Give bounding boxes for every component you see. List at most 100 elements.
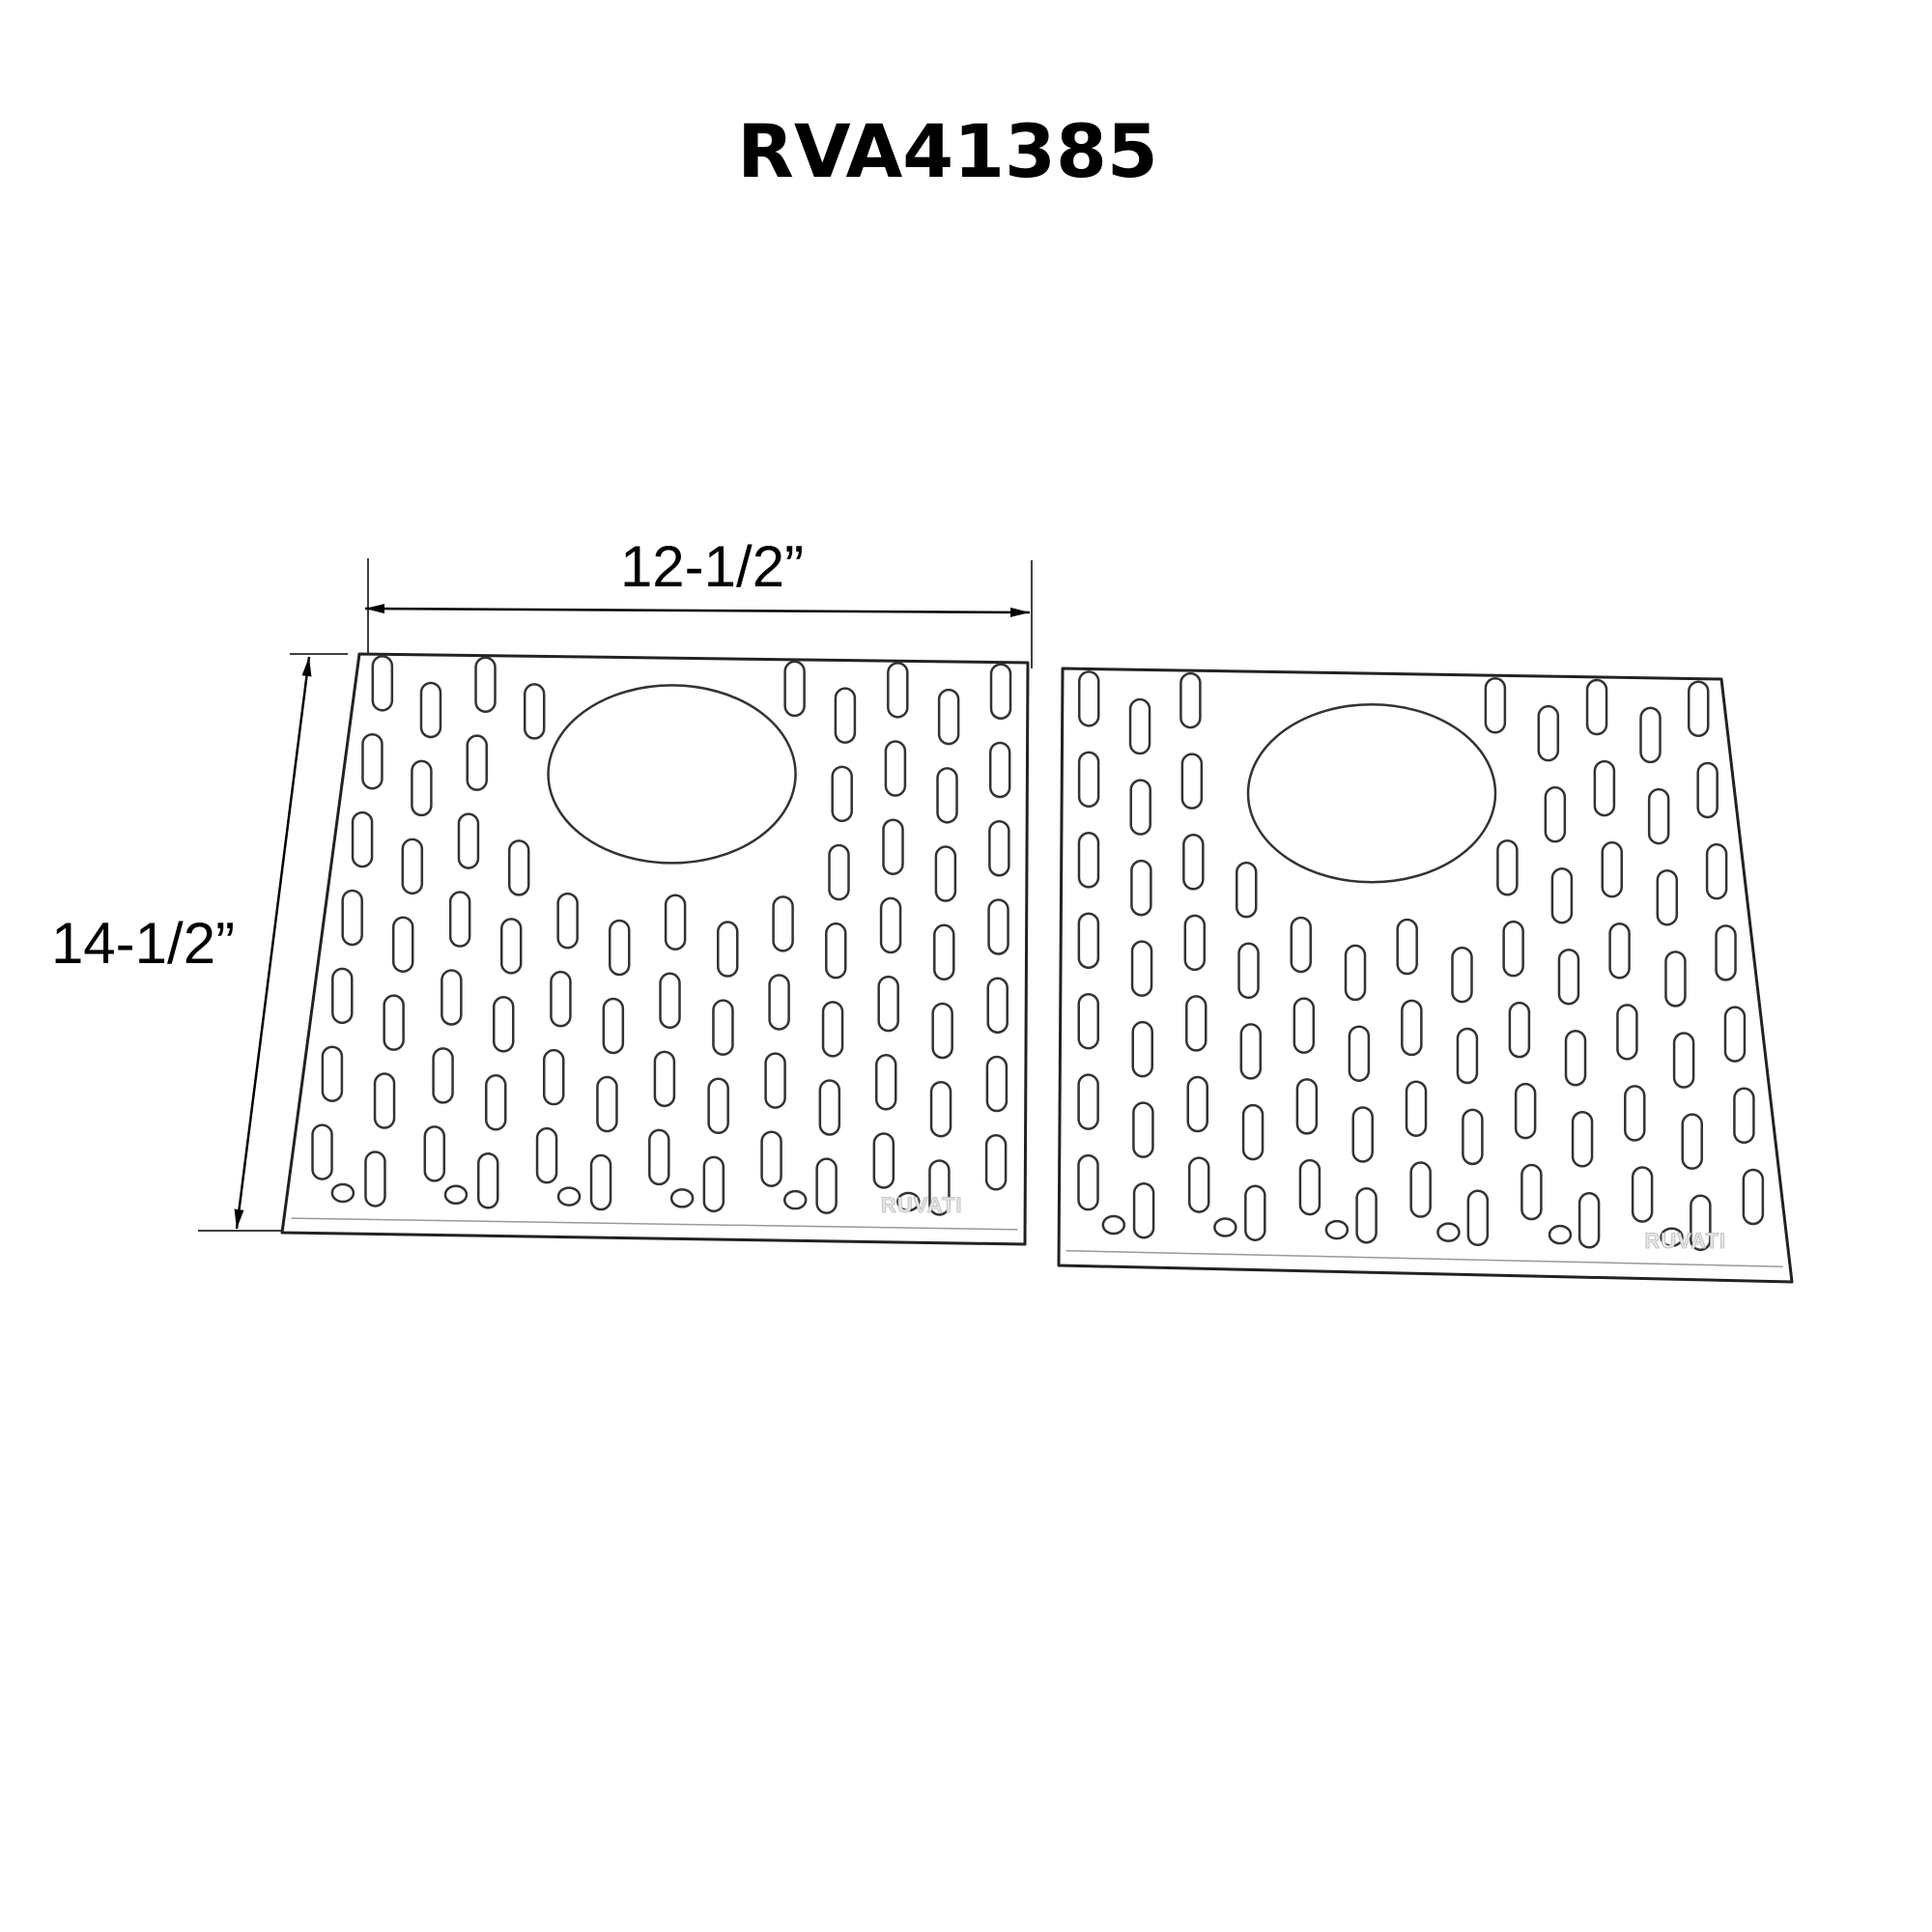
drain-slot	[1293, 997, 1316, 1054]
drain-dot	[1324, 1219, 1350, 1240]
drain-slot	[1564, 1029, 1587, 1087]
drain-slot	[1608, 923, 1631, 980]
right-sink-grid: RUVATI	[1057, 667, 1794, 1284]
drain-dot	[1213, 1217, 1237, 1237]
drain-slot	[608, 919, 631, 977]
drain-slot	[432, 1047, 454, 1104]
drain-slot	[1733, 1087, 1755, 1145]
drain-slot	[1077, 670, 1100, 727]
drain-slot	[542, 1048, 565, 1106]
width-dimension: 12-1/2”	[364, 534, 1033, 668]
drain-dot	[1660, 1227, 1684, 1247]
drain-dot	[556, 1186, 582, 1207]
drain-slot	[523, 683, 546, 740]
height-dimension: 14-1/2”	[51, 653, 348, 1232]
drain-slot	[448, 891, 471, 948]
height-arrow	[234, 656, 312, 1230]
mat-outline	[1057, 667, 1794, 1284]
drain-slot	[882, 818, 904, 875]
drain-slot	[887, 662, 909, 719]
drain-slot	[1077, 751, 1100, 809]
drain-slot	[1128, 697, 1151, 755]
model-title: RVA41385	[737, 108, 1157, 194]
drain-slot	[457, 812, 480, 869]
drain-slot	[1405, 1080, 1428, 1137]
drain-slot	[985, 1055, 1009, 1113]
drain-slot	[492, 996, 515, 1053]
drain-slot	[831, 765, 853, 823]
drain-slot	[1077, 1073, 1099, 1130]
drain-slot	[1186, 1075, 1208, 1133]
drain-slot	[383, 994, 405, 1051]
drain-slot	[1639, 706, 1662, 764]
drain-slot	[648, 1128, 670, 1186]
drain-slot	[507, 839, 530, 896]
drain-slot	[929, 1080, 952, 1138]
drain-slot	[717, 921, 739, 978]
drain-slot	[1290, 916, 1313, 974]
drain-slot	[815, 1157, 838, 1214]
mat-edge	[291, 1217, 1018, 1231]
drain-dot	[782, 1189, 808, 1210]
drain-slot	[440, 969, 463, 1026]
drain-slot	[1182, 834, 1205, 891]
drain-slot	[1616, 1004, 1638, 1061]
drain-slot	[931, 1002, 953, 1060]
drain-slot	[928, 1159, 951, 1216]
drain-slot	[1484, 677, 1507, 734]
brand-logo: RUVATI	[881, 1193, 963, 1217]
drain-dot	[1548, 1224, 1573, 1245]
drain-slot	[321, 1045, 344, 1102]
drain-slot	[872, 1132, 895, 1189]
drain-slot	[768, 974, 790, 1031]
drain-slot	[702, 1155, 725, 1213]
drain-slot	[1077, 992, 1099, 1050]
drain-slot	[1696, 761, 1719, 819]
drain-slot	[1344, 944, 1367, 1002]
drain-dot	[669, 1188, 695, 1208]
drain-dot	[1436, 1222, 1461, 1242]
drain-dot	[443, 1184, 469, 1206]
drain-slot	[499, 918, 523, 975]
drain-slot	[1409, 1161, 1432, 1218]
drain-slot	[879, 896, 902, 954]
drain-slot	[783, 660, 806, 718]
drain-slot	[1593, 759, 1616, 817]
drain-slot	[1577, 1192, 1601, 1249]
brand-logo: RUVATI	[1644, 1229, 1726, 1253]
drain-slot	[1681, 1113, 1703, 1170]
drain-slot	[1236, 861, 1258, 919]
drain-slot	[884, 740, 907, 797]
drain-slot	[1348, 1025, 1371, 1082]
drain-slot	[1631, 1166, 1654, 1223]
drain-slot	[712, 999, 734, 1056]
drain-slot	[1508, 1001, 1531, 1059]
drain-slot	[419, 681, 442, 739]
drain-slot	[1451, 946, 1473, 1004]
drain-slot	[474, 656, 497, 713]
drain-slot	[1705, 842, 1728, 900]
height-label: 14-1/2”	[51, 911, 235, 976]
drain-slot	[818, 1079, 841, 1136]
drain-slot	[933, 923, 955, 981]
drain-slot	[1656, 868, 1679, 926]
drain-slot	[411, 759, 433, 817]
drain-slot	[764, 1052, 786, 1109]
drain-slot	[550, 970, 572, 1028]
drain-slot	[1585, 678, 1608, 736]
drain-slot	[1132, 1101, 1154, 1158]
drain-slot	[1295, 1078, 1319, 1135]
drain-slot	[834, 687, 857, 744]
drain-slot	[821, 1001, 844, 1058]
drain-slot	[371, 655, 394, 712]
drain-slot	[1401, 999, 1423, 1057]
drain-slot	[1690, 1194, 1712, 1252]
drain-slot	[331, 967, 354, 1025]
drain-slot	[1624, 1085, 1646, 1142]
drain-slot	[391, 916, 414, 973]
drain-slot	[1237, 942, 1260, 1000]
drain-slot	[1514, 1082, 1537, 1140]
drain-slot	[466, 734, 488, 791]
drain-slot	[659, 972, 681, 1030]
drain-slot	[934, 845, 957, 902]
